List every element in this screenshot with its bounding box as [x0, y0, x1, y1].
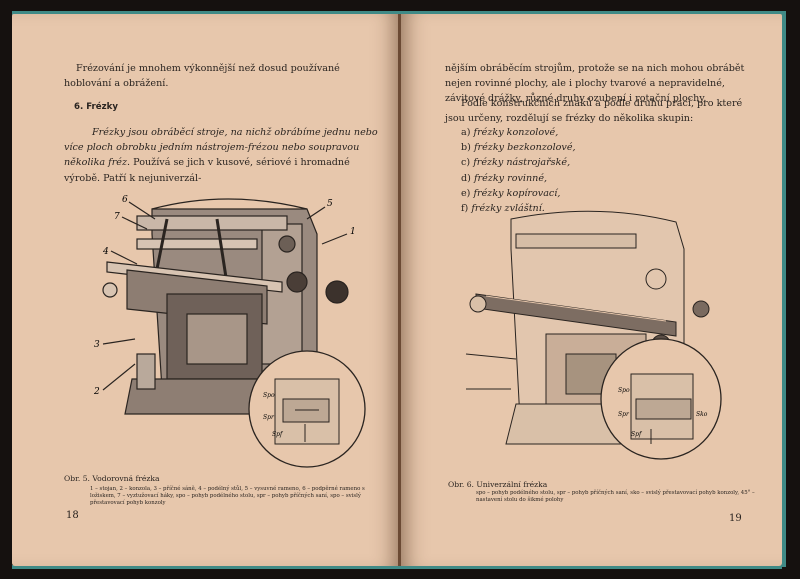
callout-6: 6 — [122, 195, 128, 205]
right-inset-label-spo: Spo — [618, 387, 630, 394]
book-gutter — [398, 14, 402, 566]
right-inset-label-spr: Spr — [618, 411, 630, 418]
list-item: a) frézky konzolové, — [461, 127, 559, 138]
callout-3: 3 — [94, 340, 100, 350]
figure-6-caption-text: spo – pohyb podélného stolu, spr – pohyb… — [476, 490, 755, 503]
left-inset-label-spr: Spr — [263, 414, 275, 421]
right-page: nějším obráběcím strojům, protože se na … — [401, 14, 782, 566]
figure-5-caption-text: 1 – stojan, 2 – konzola, 3 – příčné sáně… — [90, 486, 365, 506]
right-continuation-paragraph: nějším obráběcím strojům, protože se na … — [445, 63, 745, 105]
list-item: c) frézky nástrojařské, — [461, 157, 571, 169]
definition-text: Frézky jsou obráběcí stroje, na nichž ob… — [64, 127, 378, 169]
left-intro-paragraph: Frézování je mnohem výkonnější než dosud… — [64, 63, 340, 90]
horizontal-milling-machine-figure: 6 7 5 1 4 3 2 Spo Spr Spf — [93, 195, 366, 468]
page-number-right: 19 — [729, 513, 742, 524]
left-frezky-paragraph: Frézky jsou obráběcí stroje, na nichž ob… — [64, 125, 380, 186]
figure-5-caption-title: Obr. 5. Vodorovná frézka — [64, 474, 160, 483]
universal-milling-machine-figure: Spo Spr Sko Spf — [465, 210, 722, 460]
callout-4: 4 — [102, 247, 109, 257]
right-inset-label-spf: Spf — [631, 431, 643, 438]
cover-edge-bottom — [12, 565, 782, 569]
cover-edge-right — [781, 11, 786, 567]
usage-text: Používá se jich v kusové, sériové i hrom… — [64, 157, 350, 184]
right-groups-paragraph: Podle konstrukčních znaků a podle druhu … — [445, 98, 743, 125]
page-number-left: 18 — [66, 510, 79, 521]
list-item: e) frézky kopírovací, — [461, 187, 561, 199]
left-page: Frézování je mnohem výkonnější než dosud… — [12, 14, 399, 566]
callout-7: 7 — [114, 212, 120, 222]
callout-2: 2 — [93, 387, 100, 397]
left-inset-label-spo: Spo — [263, 392, 275, 399]
list-item: d) frézky rovinné, — [461, 172, 548, 184]
cover-edge-top — [12, 11, 782, 15]
right-inset-label-sko: Sko — [696, 411, 708, 418]
figure-6-caption-title: Obr. 6. Univerzální frézka — [448, 480, 548, 489]
left-inset-label-spf: Spf — [272, 431, 284, 438]
list-item: b) frézky bezkonzolové, — [461, 142, 576, 154]
section-heading: 6. Frézky — [74, 102, 118, 112]
milling-machine-types-list: a) frézky konzolové, b) frézky bezkonzol… — [461, 125, 576, 216]
callout-1: 1 — [350, 227, 356, 237]
callout-5: 5 — [327, 199, 333, 209]
list-item: f) frézky zvláštní. — [461, 203, 545, 215]
